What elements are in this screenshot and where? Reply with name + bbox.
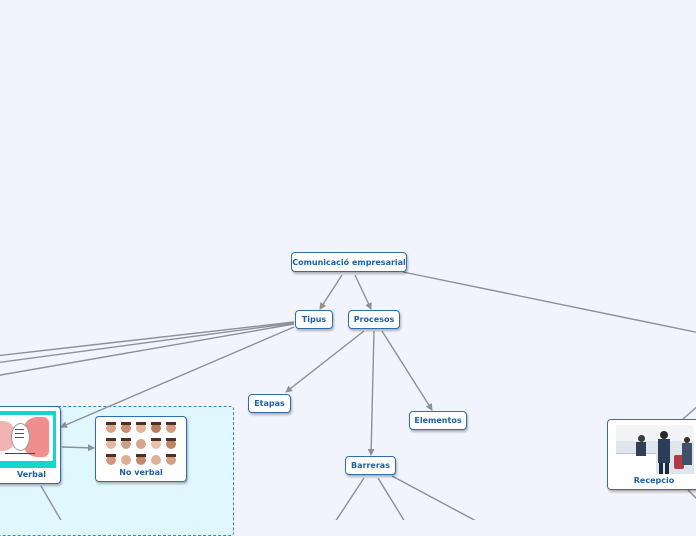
connector-verbal-noverbal	[62, 447, 94, 448]
connector-tipus-offscreen-2	[0, 323, 294, 363]
connector-root-tipus	[320, 275, 342, 309]
verbal-node[interactable]: Verbal	[0, 406, 61, 484]
procesos-label: Procesos	[354, 315, 395, 324]
no-verbal-label: No verbal	[96, 468, 186, 477]
tipus-label: Tipus	[302, 315, 326, 324]
connector-recepcio-down	[688, 490, 696, 500]
reception-illustration	[616, 425, 694, 474]
verbal-label: Verbal	[0, 470, 60, 479]
faces-grid	[103, 421, 179, 468]
etapas-node[interactable]: Etapas	[248, 394, 291, 413]
elementos-node[interactable]: Elementos	[409, 411, 467, 430]
verbal-illustration	[0, 411, 56, 468]
tipus-node[interactable]: Tipus	[295, 310, 333, 329]
mind-map-canvas: Comunicació empresarial Tipus Procesos E…	[0, 0, 696, 520]
connector-recepcio-up	[683, 404, 696, 419]
recepcio-label: Recepcio	[608, 476, 696, 485]
recepcio-node[interactable]: Recepcio	[607, 419, 696, 490]
connector-barreras-offscreen-1	[335, 478, 364, 520]
barreras-label: Barreras	[351, 461, 390, 470]
root-topic-label: Comunicació empresarial	[292, 258, 406, 267]
no-verbal-node[interactable]: No verbal	[95, 416, 187, 482]
faces-illustration	[103, 421, 179, 468]
barreras-node[interactable]: Barreras	[345, 456, 396, 475]
connector-barreras-offscreen-2	[378, 478, 405, 520]
etapas-label: Etapas	[254, 399, 285, 408]
elementos-label: Elementos	[414, 416, 461, 425]
connector-tipus-offscreen-1	[0, 322, 294, 356]
procesos-node[interactable]: Procesos	[348, 310, 400, 329]
connector-procesos-barreras	[371, 331, 374, 455]
connector-root-offscreen	[403, 272, 696, 333]
connector-verbal-offscreen	[41, 486, 62, 520]
connector-procesos-etapas	[286, 331, 364, 392]
connector-root-procesos	[355, 275, 371, 309]
connector-barreras-offscreen-3	[392, 476, 478, 520]
connector-procesos-elementos	[382, 331, 432, 410]
root-topic-node[interactable]: Comunicació empresarial	[291, 252, 407, 272]
